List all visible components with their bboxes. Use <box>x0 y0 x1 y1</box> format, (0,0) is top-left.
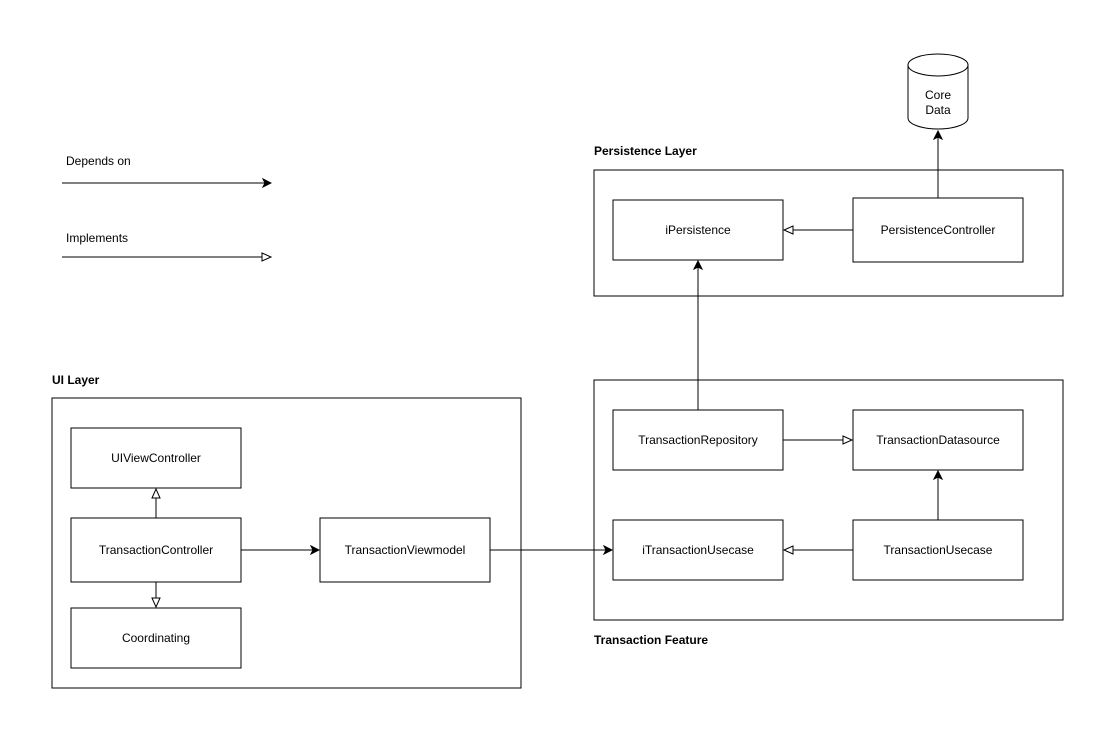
transaction-controller-label: TransactionController <box>99 543 213 557</box>
ipersistence-label: iPersistence <box>665 223 731 237</box>
itransaction-usecase-label: iTransactionUsecase <box>642 543 754 557</box>
coordinating-label: Coordinating <box>122 631 190 645</box>
transaction-feature-title: Transaction Feature <box>594 633 708 647</box>
transaction-viewmodel-label: TransactionViewmodel <box>345 543 466 557</box>
transaction-datasource-label: TransactionDatasource <box>876 433 1000 447</box>
persistence-controller-label: PersistenceController <box>881 223 996 237</box>
core-data-label-line2: Data <box>925 103 951 117</box>
core-data-database: Core Data <box>907 53 969 130</box>
ui-layer-container <box>51 397 522 689</box>
legend-implements-label: Implements <box>66 231 128 245</box>
ui-view-controller-label: UIViewController <box>111 451 201 465</box>
core-data-label-line1: Core <box>925 88 951 102</box>
ipersistence-box[interactable] <box>612 199 784 261</box>
transaction-datasource-box[interactable] <box>852 409 1024 471</box>
coordinating-box[interactable] <box>70 607 242 669</box>
transaction-repository-box[interactable] <box>612 409 784 471</box>
persistence-layer-title: Persistence Layer <box>594 144 697 158</box>
ui-layer-title: UI Layer <box>52 373 100 387</box>
transaction-repository-label: TransactionRepository <box>638 433 758 447</box>
transaction-usecase-box[interactable] <box>852 519 1024 581</box>
transaction-feature-container <box>593 379 1064 621</box>
persistence-layer-container <box>593 169 1064 297</box>
transaction-viewmodel-box[interactable] <box>319 517 491 583</box>
itransaction-usecase-box[interactable] <box>612 519 784 581</box>
persistence-controller-box[interactable] <box>852 197 1024 263</box>
legend-depends-on-label: Depends on <box>66 154 131 168</box>
transaction-usecase-label: TransactionUsecase <box>884 543 993 557</box>
